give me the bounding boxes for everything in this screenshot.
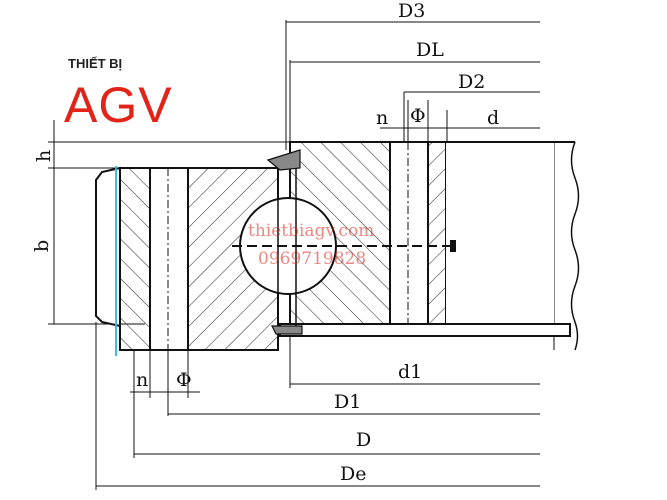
label-n-top: n (376, 107, 388, 129)
logo-top-text: THIẾT BỊ (68, 56, 122, 71)
label-phi-bottom: Φ (176, 369, 192, 391)
label-dl: DL (416, 39, 444, 61)
watermark: thietbiagv.com 0969719828 (248, 221, 374, 269)
logo-brand-text: AGV (64, 77, 173, 133)
label-D: D (356, 429, 371, 451)
seal-top (266, 149, 301, 171)
label-n-bottom: n (136, 369, 148, 391)
watermark-site: thietbiagv.com (248, 221, 374, 241)
watermark-phone: 0969719828 (258, 249, 366, 269)
label-d: d (487, 107, 499, 129)
label-h: h (33, 150, 55, 162)
break-line (570, 141, 580, 351)
label-phi-top: Φ (410, 105, 426, 127)
label-De: De (340, 463, 366, 485)
agv-logo: THIẾT BỊ AGV (64, 56, 173, 133)
label-d3: D3 (398, 0, 425, 22)
seal-bottom (271, 325, 303, 335)
label-d2: D2 (458, 71, 485, 93)
label-b: b (31, 240, 53, 252)
label-d1: d1 (398, 361, 422, 383)
ball-raceway (232, 149, 456, 335)
label-D1: D1 (334, 391, 361, 413)
outer-ring (95, 166, 279, 351)
bottom-dimensions (95, 322, 540, 490)
